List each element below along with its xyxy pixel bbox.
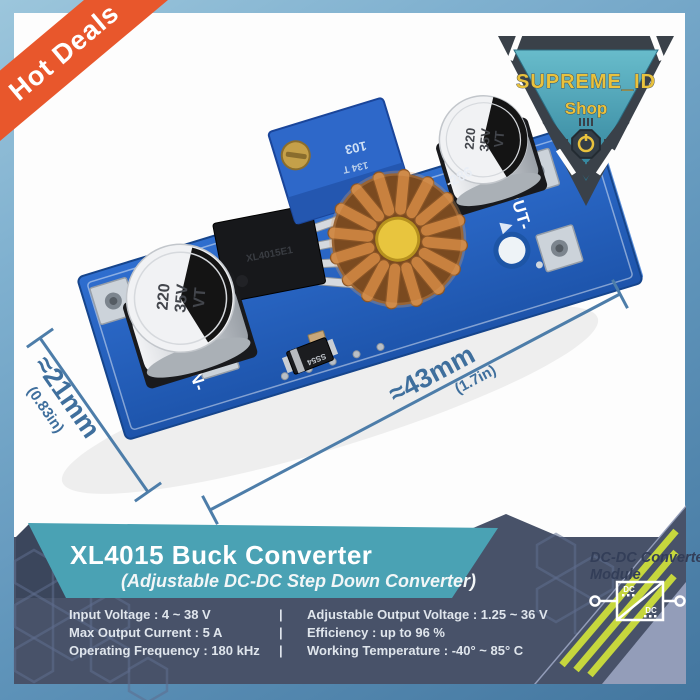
power-icon xyxy=(560,118,612,170)
shop-name: SUPREME_ID xyxy=(516,71,656,93)
spec-max-current: Max Output Current : 5 A xyxy=(69,625,223,640)
badge-line1: DC-DC Converter xyxy=(590,550,700,566)
spec-temperature: Working Temperature : -40° ~ 85° C xyxy=(307,643,524,658)
cap-series: VT xyxy=(191,287,210,309)
diode-ss54: SS54 xyxy=(281,337,339,375)
spec-efficiency: Efficiency : up to 96 % xyxy=(307,625,445,640)
spec-output-voltage: Adjustable Output Voltage : 1.25 ~ 36 V xyxy=(307,607,548,622)
capacitor-input: 220 35V VT xyxy=(123,243,258,389)
trimmer-code: 103 xyxy=(344,138,368,157)
dimension-width-label: ≈21mm (0.83in) xyxy=(23,350,106,443)
icon-dc-dots xyxy=(622,594,657,618)
pcb-module: IN+ IN- OUT- SS54 xyxy=(77,95,644,440)
cap-value: 220 xyxy=(462,127,479,150)
toroid-inductor xyxy=(326,168,469,311)
cap-value: 220 xyxy=(154,283,173,311)
badge-line2: Module xyxy=(590,567,641,583)
shop-logo: SUPREME_ID Shop xyxy=(498,26,674,206)
product-subtitle: (Adjustable DC-DC Step Down Converter) xyxy=(121,571,477,591)
spec-frequency: Operating Frequency : 180 kHz xyxy=(69,643,260,658)
specs-separator-column: | | | xyxy=(279,607,283,658)
cap-voltage: 35V xyxy=(476,127,493,152)
capacitor-output: 220 35V VT xyxy=(436,95,548,216)
corner-badge-label: DC-DC Converter Module xyxy=(590,550,700,584)
dimension-lines xyxy=(26,279,629,525)
title-banner xyxy=(28,523,498,598)
icon-dc-input-label: DC xyxy=(623,585,635,594)
mounting-hole xyxy=(493,231,531,269)
silkscreen-arrow xyxy=(499,222,513,235)
specs-right-column: Adjustable Output Voltage : 1.25 ~ 36 V … xyxy=(307,606,548,660)
dc-dc-icon xyxy=(589,580,686,622)
cap-voltage: 35V xyxy=(172,283,191,313)
spec-input-voltage: Input Voltage : 4 ~ 38 V xyxy=(69,607,211,622)
corner-wedge xyxy=(534,505,686,684)
product-title: XL4015 Buck Converter xyxy=(70,540,373,570)
shop-subname: Shop xyxy=(565,99,608,118)
trimmer-date: 134 T xyxy=(342,159,369,175)
specs-left-column: Input Voltage : 4 ~ 38 V Max Output Curr… xyxy=(69,606,260,660)
toroid-core xyxy=(375,216,421,262)
module-shadow xyxy=(61,306,599,494)
footer: DC DC xyxy=(13,505,686,700)
cap-series: VT xyxy=(491,130,507,148)
icon-dc-output-label: DC xyxy=(645,606,657,615)
